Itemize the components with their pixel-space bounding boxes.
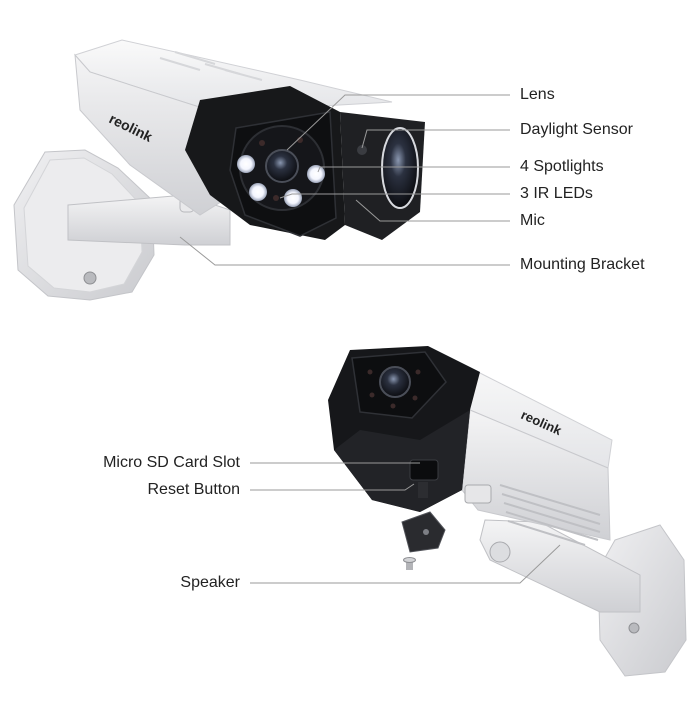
bottom-sd-slot xyxy=(409,459,439,481)
bottom-ir-leds xyxy=(367,369,421,409)
bottom-front-underside xyxy=(334,410,470,512)
leader-reset xyxy=(250,483,415,491)
top-second-lens xyxy=(381,127,419,209)
bottom-bracket-arm xyxy=(479,519,641,613)
top-lens xyxy=(265,149,299,183)
bottom-bracket-pivot xyxy=(489,541,511,563)
top-plate-screw xyxy=(83,271,97,285)
label-spotlights: 4 Spotlights xyxy=(520,158,604,175)
leader-lens xyxy=(286,94,510,151)
bottom-vents xyxy=(499,484,601,546)
label-reset-button: Reset Button xyxy=(147,481,241,498)
bottom-loose-screw xyxy=(403,557,416,570)
leader-speaker xyxy=(250,544,561,584)
label-micro-sd-slot: Micro SD Card Slot xyxy=(103,454,240,471)
leader-daylight xyxy=(361,129,510,149)
top-ir-leds xyxy=(259,137,303,201)
leader-mic xyxy=(355,199,510,222)
label-daylight-sensor: Daylight Sensor xyxy=(520,121,633,138)
bottom-leader-lines xyxy=(250,462,561,584)
label-mic: Mic xyxy=(520,212,545,229)
bottom-plate-screw xyxy=(628,622,640,634)
label-ir-leds: 3 IR LEDs xyxy=(520,185,593,202)
bottom-lens xyxy=(379,366,411,398)
top-leader-lines xyxy=(179,94,510,266)
label-mounting-bracket: Mounting Bracket xyxy=(520,256,645,273)
label-speaker: Speaker xyxy=(180,574,240,591)
top-camera: reolink xyxy=(13,39,425,301)
bottom-camera: reolink xyxy=(328,346,687,677)
leader-ir xyxy=(279,193,510,199)
label-lens: Lens xyxy=(520,86,555,103)
bottom-detached-cover xyxy=(401,511,446,553)
bottom-mount-screw-block xyxy=(464,484,492,504)
top-vents xyxy=(159,51,263,81)
bottom-sd-card xyxy=(418,482,428,498)
leader-spotlights xyxy=(317,166,510,173)
leader-bracket xyxy=(179,236,510,266)
top-daylight-sensor-dot xyxy=(357,145,367,155)
